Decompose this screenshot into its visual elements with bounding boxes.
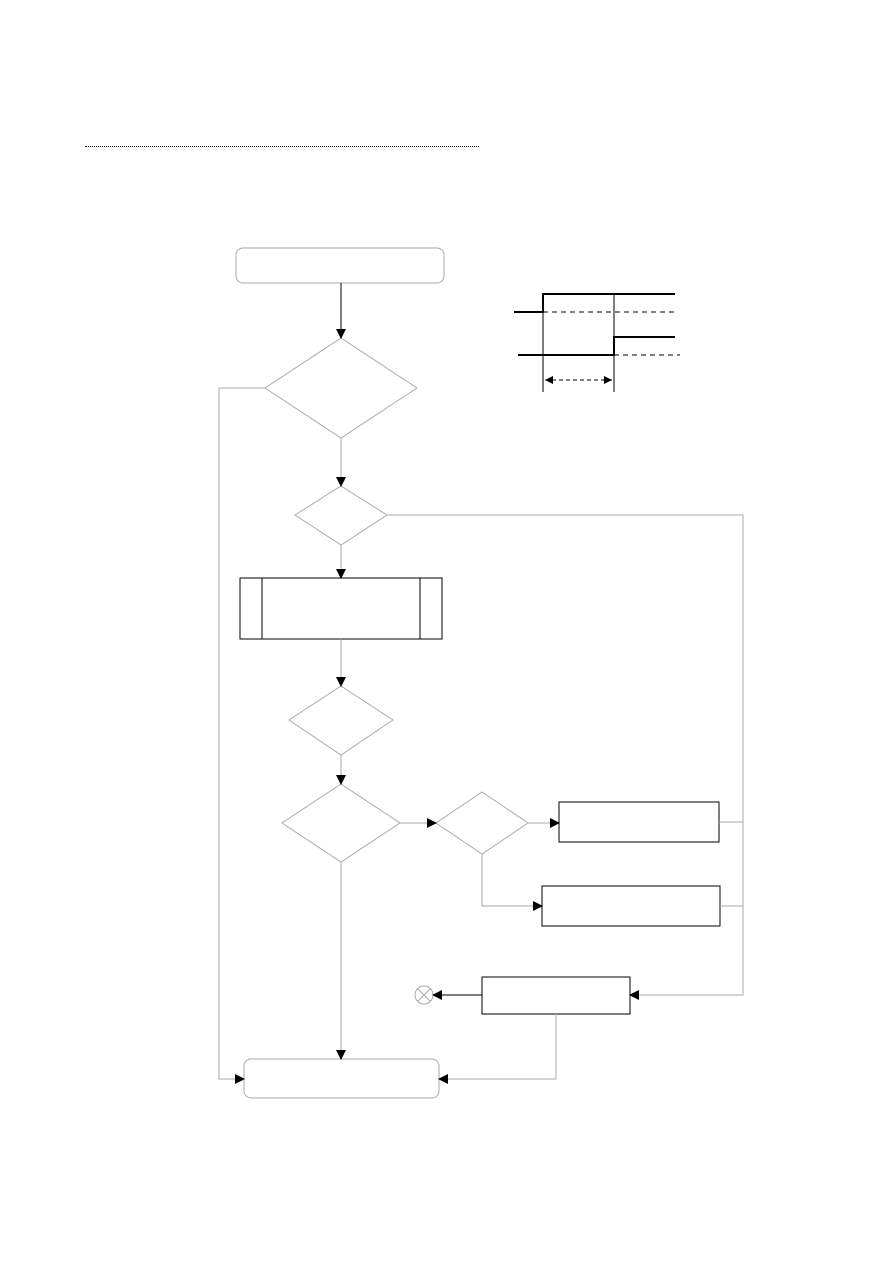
signal-2-waveform bbox=[518, 336, 675, 356]
end-terminal bbox=[243, 1058, 440, 1099]
decision-4 bbox=[281, 783, 401, 863]
start-terminal bbox=[235, 247, 445, 284]
header-dotted-rule bbox=[85, 146, 479, 147]
circle-x-icon bbox=[414, 985, 434, 1005]
decision-3 bbox=[288, 685, 394, 756]
connector-process-3-to-end bbox=[438, 1014, 557, 1084]
predefined-process bbox=[239, 577, 443, 640]
signal-1-waveform bbox=[514, 293, 675, 313]
connector-decision-2-to-process-3 bbox=[387, 514, 744, 1000]
decision-2 bbox=[294, 485, 388, 546]
decision-5 bbox=[435, 791, 529, 855]
decision-1 bbox=[264, 337, 418, 439]
process-3 bbox=[481, 976, 631, 1015]
delay-arrowhead-right bbox=[604, 376, 612, 384]
connector-decision-1-bypass-to-end bbox=[218, 387, 265, 1084]
timing-diagram bbox=[514, 293, 680, 392]
delay-arrowhead-left bbox=[545, 376, 553, 384]
process-2 bbox=[541, 885, 721, 927]
connector-decision-5-to-process-2 bbox=[481, 854, 543, 911]
process-1 bbox=[558, 801, 720, 843]
